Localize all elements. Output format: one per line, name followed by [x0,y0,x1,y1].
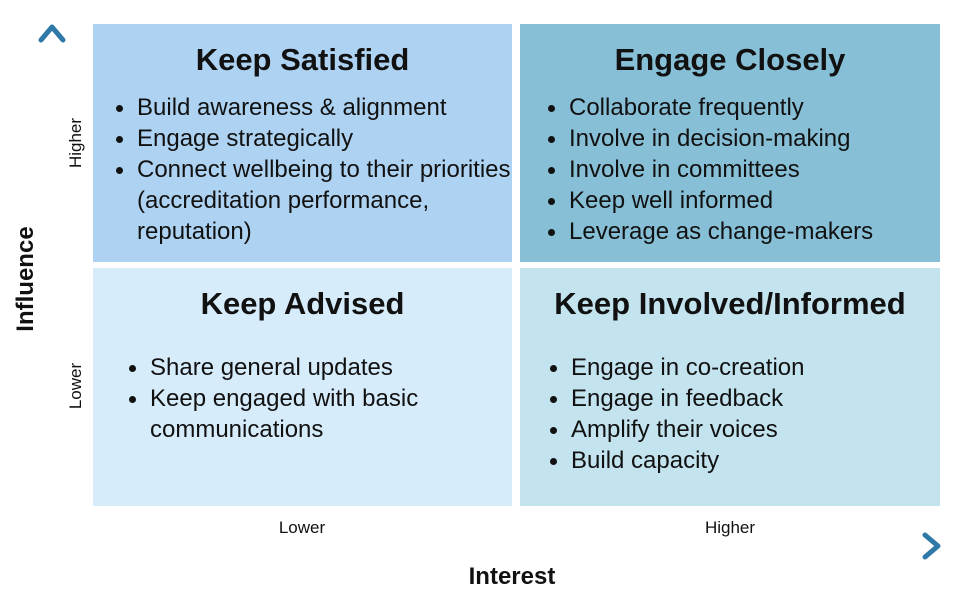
list-item: Involve in decision-making [548,123,949,154]
quadrant-title: Keep Advised [200,286,405,321]
quadrant-engage-closely: Engage Closely Collaborate frequently In… [520,24,940,262]
list-item: Engage strategically [116,123,517,154]
list-item: Involve in committees [548,154,949,185]
x-axis-low-label: Lower [278,518,326,537]
quadrant-title: Keep Satisfied [195,42,410,77]
list-item: Connect wellbeing to their priorities (a… [116,154,517,247]
quadrant-keep-advised: Keep Advised Share general updates Keep … [93,268,512,506]
quadrant-keep-involved-informed: Keep Involved/Informed Engage in co-crea… [520,268,940,506]
list-item: Keep engaged with basic communications [129,383,510,445]
list-item: Build awareness & alignment [116,92,517,123]
y-axis-title: Influence [12,226,39,332]
quadrant-list: Collaborate frequently Involve in decisi… [547,92,949,247]
quadrant-keep-satisfied: Keep Satisfied Build awareness & alignme… [93,24,512,262]
y-axis-arrow [38,24,66,548]
quadrant-title: Keep Involved/Informed [554,286,906,321]
x-axis-title: Interest [468,563,556,590]
y-axis-low-label: Lower [66,362,85,410]
x-axis-high-label: Higher [704,518,756,537]
quadrant-title: Engage Closely [614,42,846,77]
list-item: Build capacity [550,445,951,476]
list-item: Keep well informed [548,185,949,216]
list-item: Engage in feedback [550,383,951,414]
list-item: Engage in co-creation [550,352,951,383]
quadrant-list: Share general updates Keep engaged with … [128,352,510,445]
list-item: Share general updates [129,352,510,383]
quadrant-list: Build awareness & alignment Engage strat… [115,92,517,247]
list-item: Amplify their voices [550,414,951,445]
x-axis-arrow [50,532,941,560]
y-axis-high-label: Higher [66,117,85,169]
quadrant-list: Engage in co-creation Engage in feedback… [549,352,951,476]
list-item: Leverage as change-makers [548,216,949,247]
list-item: Collaborate frequently [548,92,949,123]
